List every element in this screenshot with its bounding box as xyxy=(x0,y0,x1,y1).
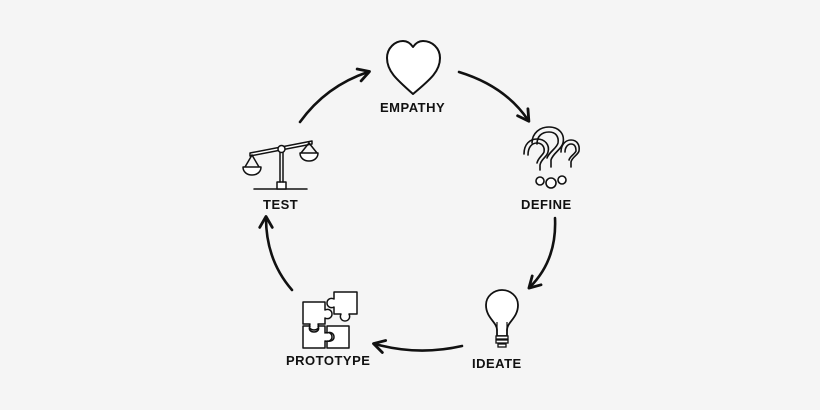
stage-label-test: TEST xyxy=(263,197,299,212)
arrow-prototype-to-test xyxy=(258,215,294,292)
stage-label-ideate: IDEATE xyxy=(472,356,522,371)
lightbulb-icon xyxy=(485,289,519,348)
stage-label-define: DEFINE xyxy=(521,197,572,212)
puzzle-icon xyxy=(302,291,358,349)
arrow-define-to-ideate xyxy=(527,216,557,290)
stage-label-prototype: PROTOTYPE xyxy=(286,353,371,368)
arrow-ideate-to-prototype xyxy=(372,339,464,354)
question-marks-icon xyxy=(523,126,580,189)
heart-icon xyxy=(386,40,441,95)
balance-scale-icon xyxy=(242,140,319,190)
stage-label-empathy: EMPATHY xyxy=(380,100,446,115)
arrow-empathy-to-define xyxy=(457,70,531,123)
arrow-test-to-empathy xyxy=(298,67,371,124)
